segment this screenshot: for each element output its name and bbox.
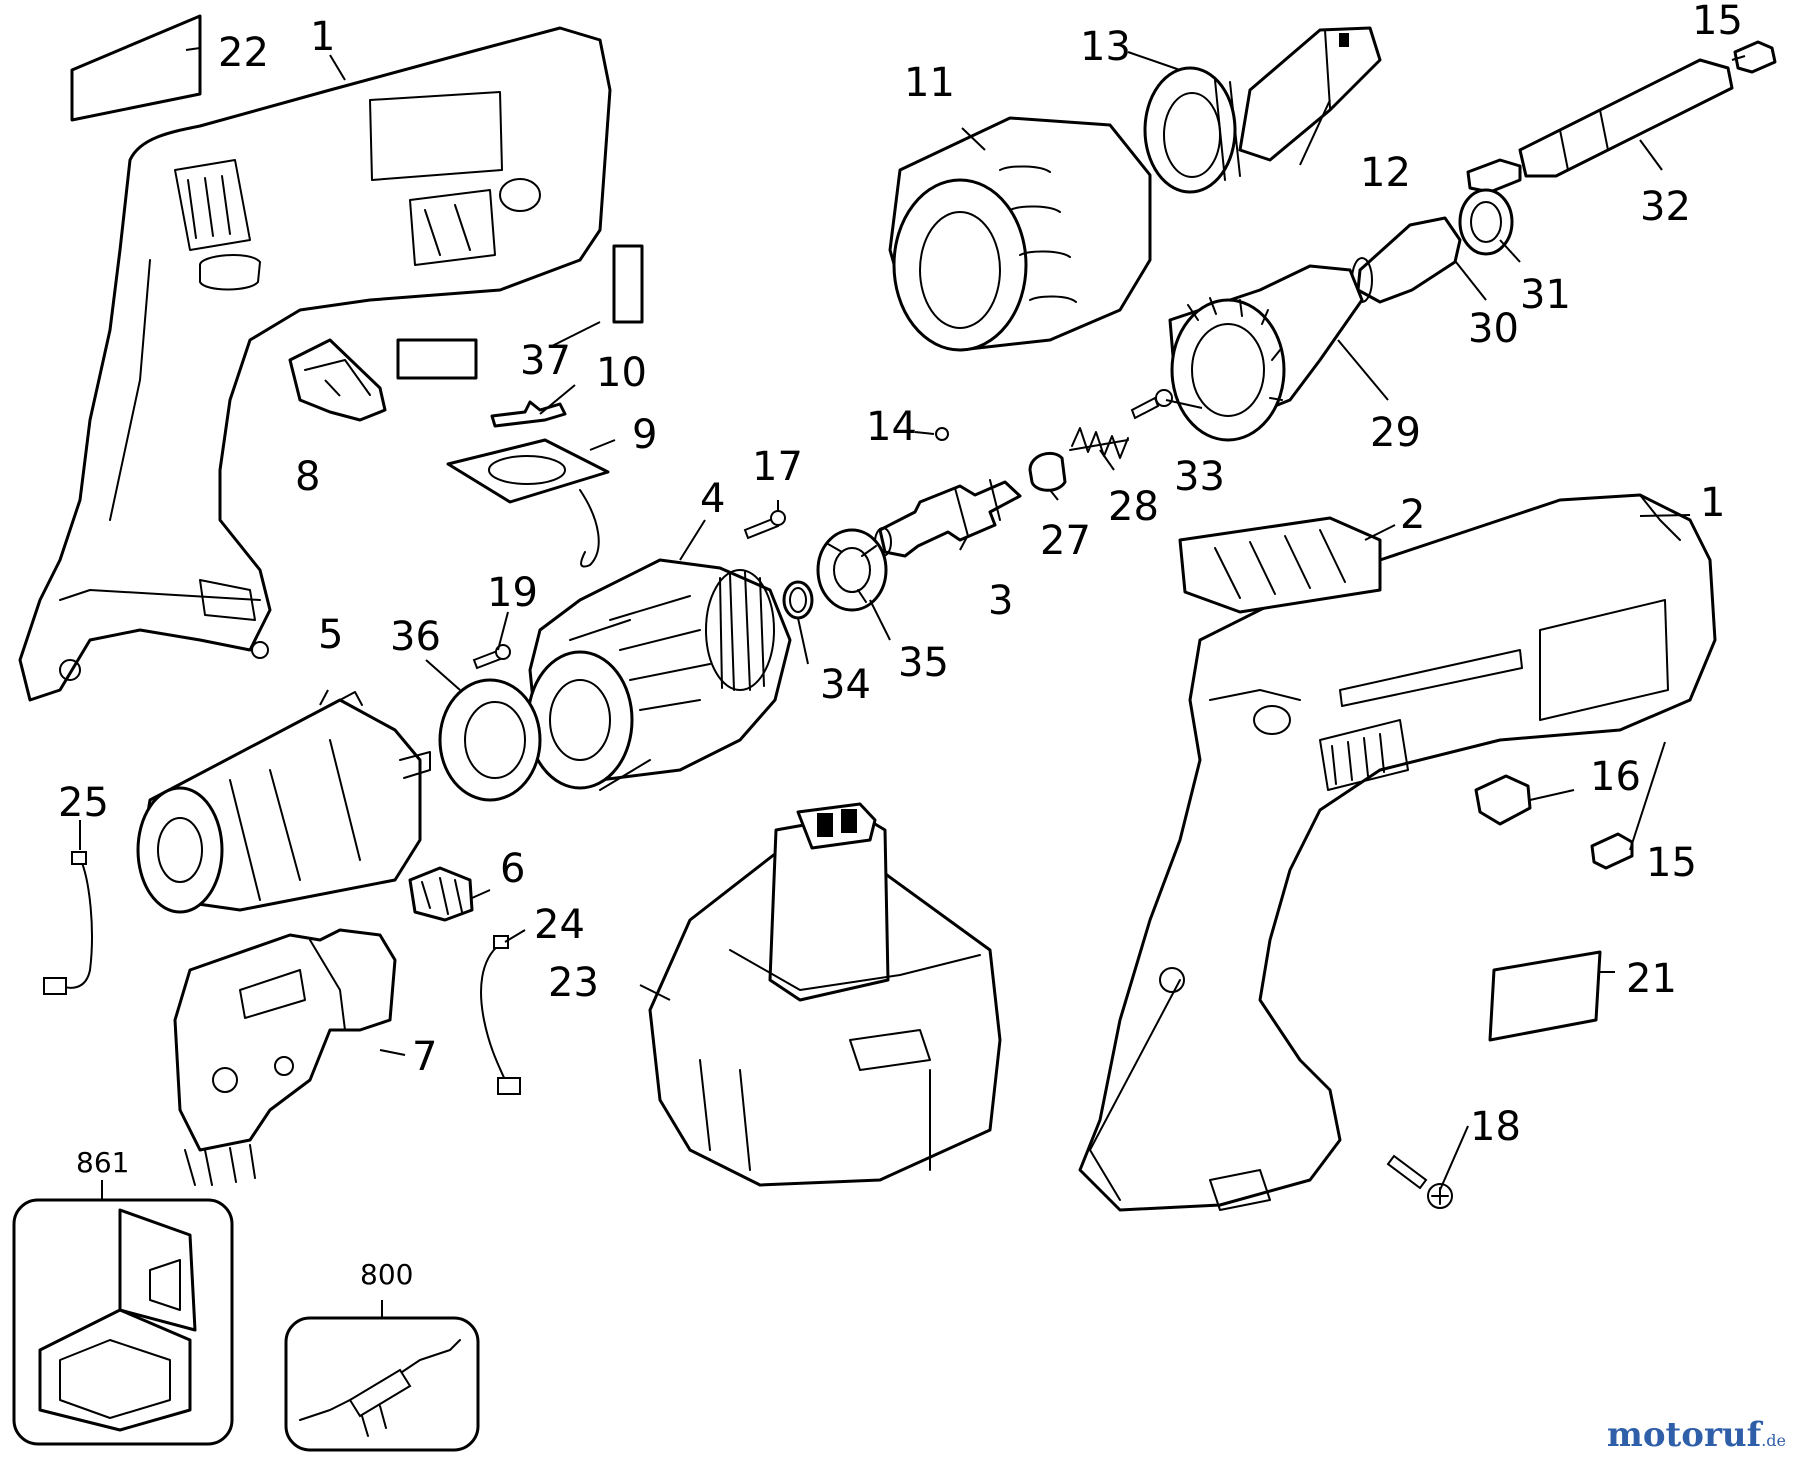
callout-33: 33	[1174, 454, 1225, 500]
callout-22: 22	[218, 30, 269, 76]
callout-2: 2	[1400, 492, 1425, 538]
callout-15-right: 15	[1646, 840, 1697, 886]
part-31-ring	[1458, 188, 1514, 256]
callout-30: 30	[1468, 306, 1519, 352]
part-1-housing-right	[1078, 493, 1717, 1212]
callout-8: 8	[295, 454, 320, 500]
part-6-brush-holder	[408, 866, 474, 922]
callout-4: 4	[700, 476, 725, 522]
callout-861: 861	[76, 1146, 129, 1179]
callout-13: 13	[1080, 24, 1131, 70]
part-32-bit-holder	[1466, 58, 1734, 194]
part-800-accessory	[284, 1316, 480, 1452]
part-7-switch	[173, 928, 397, 1186]
callout-11: 11	[904, 60, 955, 106]
callout-800: 800	[360, 1258, 413, 1291]
part-2-vent-cover	[1178, 516, 1382, 614]
part-28-spring	[1069, 427, 1129, 459]
part-25-wire	[43, 851, 93, 995]
part-17-screw	[743, 510, 786, 540]
part-14-ball	[935, 427, 949, 441]
callout-24: 24	[534, 902, 585, 948]
callout-31: 31	[1520, 272, 1571, 318]
part-34-ring	[782, 580, 814, 620]
callout-1-top: 1	[310, 14, 335, 60]
part-37-labels	[396, 244, 644, 380]
callout-27: 27	[1040, 518, 1091, 564]
callout-5: 5	[318, 612, 343, 658]
part-11-collar	[888, 116, 1152, 352]
part-3-spindle	[874, 479, 1022, 558]
part-12-sleeve	[1238, 26, 1382, 162]
leader-lines	[79, 47, 1746, 1318]
callout-35: 35	[898, 640, 949, 686]
part-861-kit-box	[12, 1198, 234, 1446]
part-18-screw	[1386, 1154, 1453, 1209]
callout-9: 9	[632, 412, 657, 458]
part-30-sleeve	[1351, 216, 1462, 304]
part-15-bit-top	[1733, 40, 1777, 74]
part-21-label	[1488, 950, 1602, 1042]
part-27-cam	[1028, 451, 1067, 492]
part-22-label	[70, 14, 202, 122]
part-16-clip	[1474, 774, 1532, 826]
watermark-tld: .de	[1761, 1431, 1786, 1450]
callout-23: 23	[548, 960, 599, 1006]
part-8-latch	[288, 338, 387, 422]
part-23-battery-pack	[648, 802, 1002, 1187]
callout-21: 21	[1626, 956, 1677, 1002]
callout-7: 7	[412, 1034, 437, 1080]
callout-10: 10	[596, 350, 647, 396]
part-35-ring	[816, 528, 888, 612]
part-29-nosecone	[1168, 264, 1364, 442]
part-4-gearbox	[526, 558, 792, 791]
callout-28: 28	[1108, 484, 1159, 530]
part-13-collar	[1143, 66, 1241, 194]
watermark-logo: motoruf.de	[1607, 1415, 1786, 1455]
part-1-housing-left	[18, 26, 612, 702]
callout-15-top: 15	[1692, 0, 1743, 44]
callout-25: 25	[58, 780, 109, 826]
callout-29: 29	[1370, 410, 1421, 456]
callout-12: 12	[1360, 150, 1411, 196]
part-9-switch-plate	[446, 438, 610, 568]
part-10-clip	[490, 400, 567, 428]
part-36-washer	[438, 678, 542, 802]
callout-18: 18	[1470, 1104, 1521, 1150]
callout-numbers: 1 22 1 2 3 4 5 6 7 8 9 10 11 12 13 14 15…	[58, 0, 1743, 1291]
part-24-wire	[480, 935, 521, 1095]
callout-17: 17	[752, 444, 803, 490]
part-33-screw	[1130, 389, 1173, 420]
callout-1-right: 1	[1700, 480, 1725, 526]
part-5-motor	[136, 691, 431, 914]
callout-32: 32	[1640, 184, 1691, 230]
part-19-screw	[472, 644, 511, 670]
callout-6: 6	[500, 846, 525, 892]
callout-3: 3	[988, 578, 1013, 624]
part-15-bit-right	[1590, 832, 1634, 870]
callout-37: 37	[520, 338, 571, 384]
callout-16: 16	[1590, 754, 1641, 800]
callout-36: 36	[390, 614, 441, 660]
callout-19: 19	[487, 570, 538, 616]
watermark-text: motoruf	[1606, 1415, 1762, 1455]
callout-34: 34	[820, 662, 871, 708]
callout-14: 14	[866, 404, 917, 450]
